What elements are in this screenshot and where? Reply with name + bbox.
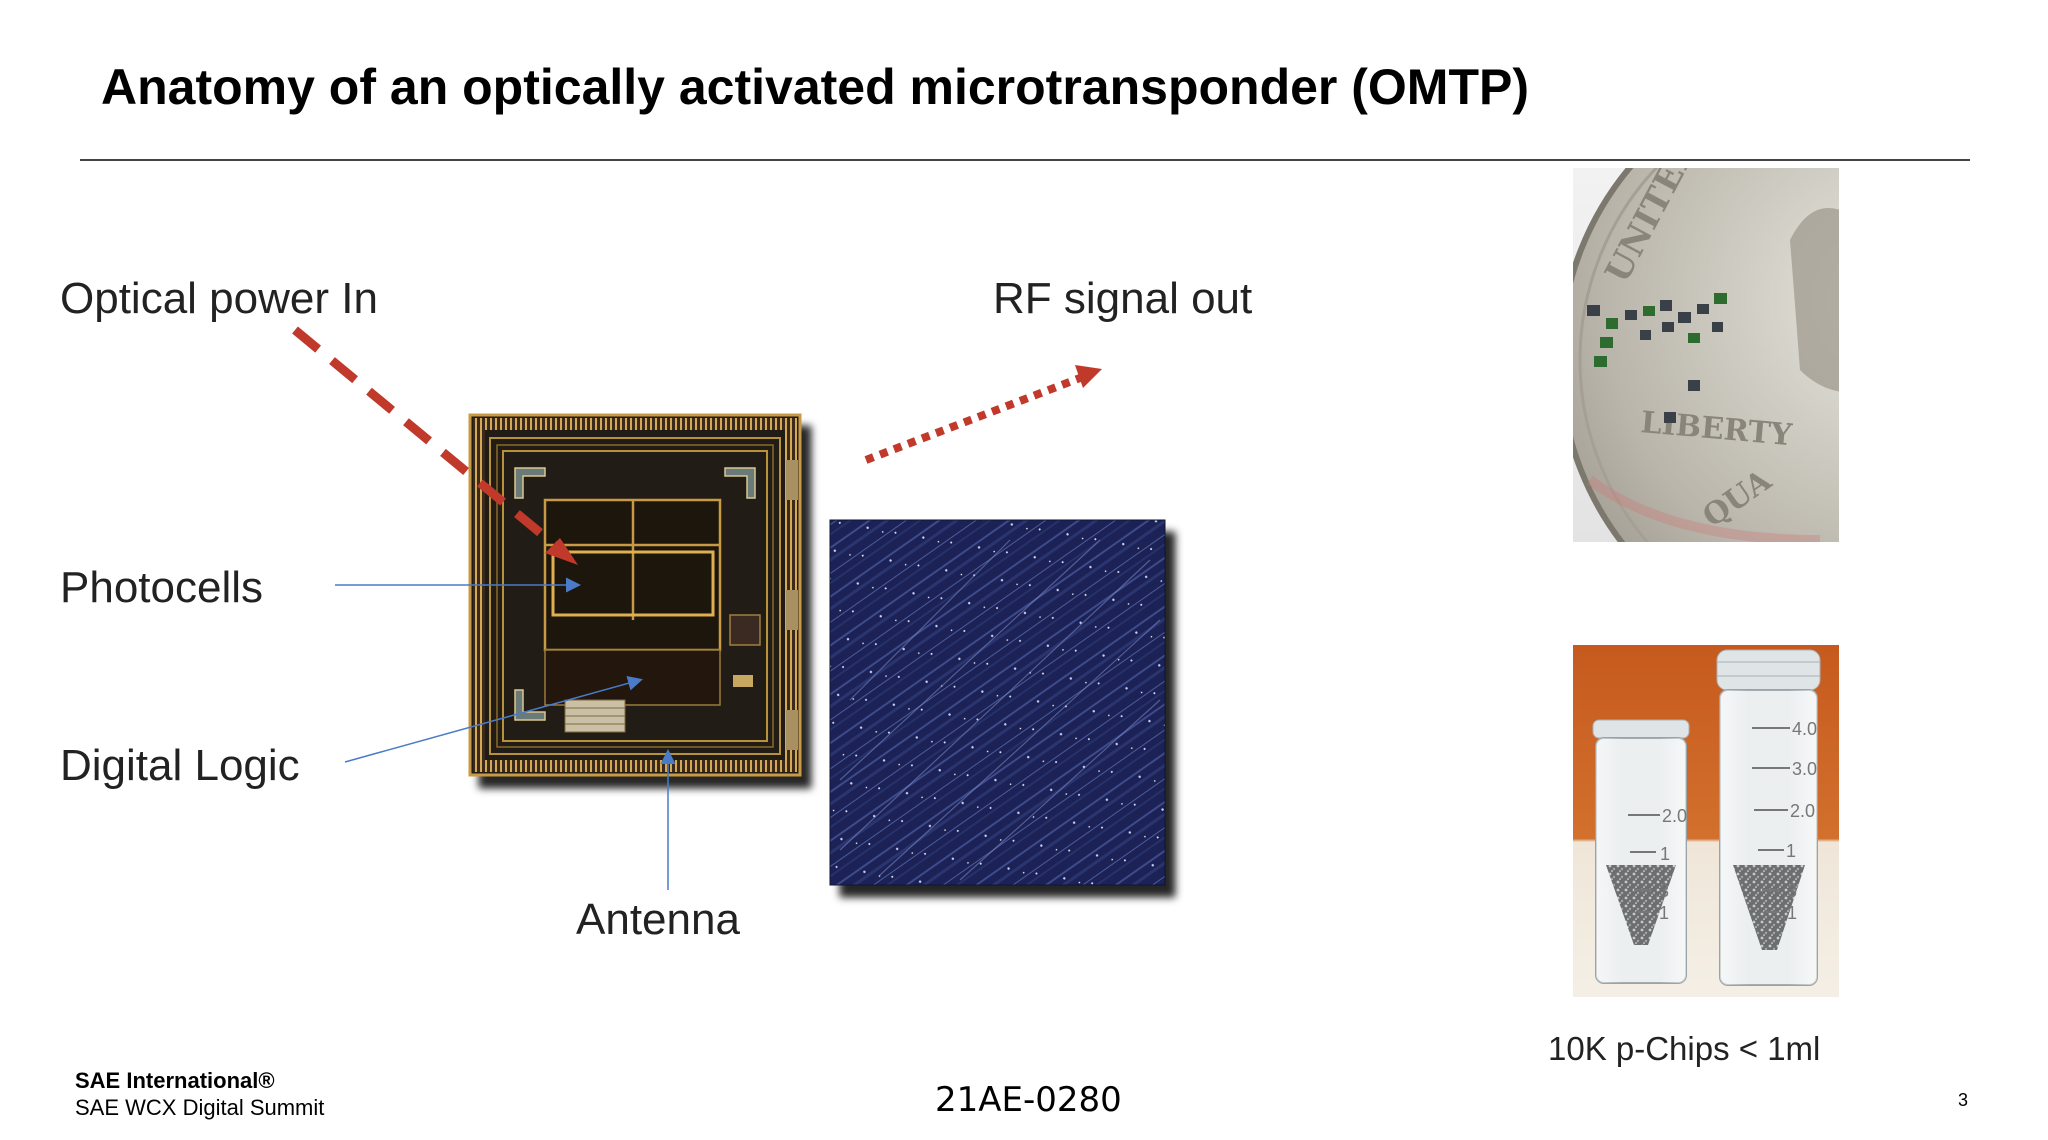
left-vial-mark: 2.0	[1662, 806, 1687, 826]
rf-signal-out-label: RF signal out	[993, 274, 1253, 323]
right-vial: 4.0 3.0 2.0 1 .3 .1	[1716, 649, 1821, 986]
right-vial-mark: .1	[1782, 903, 1797, 923]
vials-caption: 10K p-Chips < 1ml	[1548, 1030, 1821, 1067]
chip-backside	[829, 519, 1166, 886]
coin-with-chips-photo: UNITED LIBERTY QUA	[1573, 168, 1839, 542]
rf-signal-arrow	[864, 365, 1102, 464]
left-vial: 2.0 1 .3 .1	[1592, 719, 1690, 984]
photocells-label: Photocells	[60, 563, 264, 612]
right-vial-mark: .3	[1782, 881, 1797, 901]
footer-event: SAE WCX Digital Summit	[75, 1095, 325, 1120]
left-vial-mark: 1	[1660, 844, 1670, 864]
right-vial-mark: 3.0	[1792, 759, 1817, 779]
p-chips-on-coin	[1587, 293, 1727, 423]
digital-logic-label: Digital Logic	[60, 741, 300, 790]
antenna-label: Antenna	[576, 895, 740, 944]
digital-logic-pointer	[344, 675, 643, 763]
footer-organization: SAE International®	[75, 1068, 275, 1093]
chip-front-die	[468, 413, 802, 777]
vials-photo: 2.0 1 .3 .1	[1573, 645, 1839, 997]
optical-power-arrow	[292, 326, 578, 565]
page-number: 3	[1958, 1090, 1969, 1110]
right-vial-mark: 4.0	[1792, 719, 1817, 739]
paper-code: 21AE-0280	[935, 1080, 1122, 1120]
right-vial-mark: 1	[1786, 841, 1796, 861]
left-vial-mark: .3	[1654, 881, 1669, 901]
right-vial-mark: 2.0	[1790, 801, 1815, 821]
left-vial-mark: .1	[1654, 903, 1669, 923]
title-divider	[80, 159, 1970, 161]
slide-title: Anatomy of an optically activated microt…	[101, 59, 1530, 115]
optical-power-in-label: Optical power In	[60, 274, 378, 323]
